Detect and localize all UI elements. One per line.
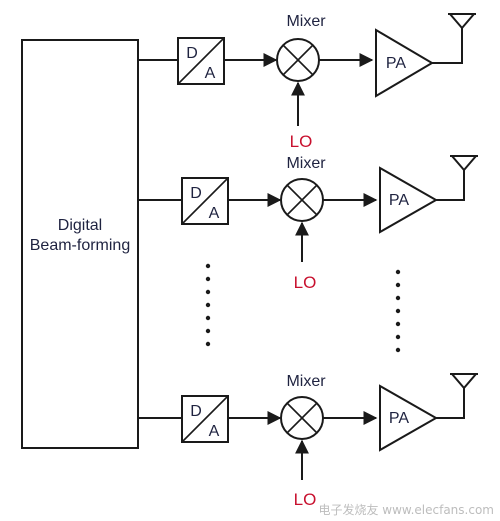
dac-block: D A bbox=[177, 37, 225, 85]
lo-label: LO bbox=[290, 132, 313, 151]
mixer bbox=[280, 178, 324, 222]
rf-chain-3: D A Mixer LO PA bbox=[138, 373, 478, 509]
ellipsis-dots-right bbox=[395, 269, 401, 353]
dac-bottom-label: A bbox=[209, 423, 220, 440]
rf-chain-2: D A Mixer LO PA bbox=[138, 155, 478, 292]
mixer-label: Mixer bbox=[286, 13, 326, 30]
antenna-v bbox=[451, 155, 477, 172]
mixer-label: Mixer bbox=[286, 373, 326, 390]
power-amplifier: PA bbox=[379, 384, 439, 452]
digital-beamforming-block: Digital Beam-forming bbox=[21, 39, 139, 449]
dac-top-label: D bbox=[190, 185, 202, 202]
dac-bottom-label: A bbox=[205, 65, 216, 82]
dsp-label-line1: Digital bbox=[58, 217, 102, 234]
pa-to-antenna-line bbox=[432, 28, 463, 64]
antenna-icon bbox=[448, 13, 476, 30]
antenna-v bbox=[449, 13, 475, 30]
dac-top-label: D bbox=[186, 45, 198, 62]
dac-diagonal bbox=[177, 37, 225, 85]
pa-triangle bbox=[379, 166, 439, 234]
antenna-v bbox=[451, 373, 477, 390]
pa-to-antenna-line bbox=[436, 170, 465, 201]
pa-label: PA bbox=[389, 410, 409, 427]
mixer bbox=[276, 38, 320, 82]
dsp-label-line2: Beam-forming bbox=[30, 237, 130, 254]
mixer-cross-b bbox=[282, 44, 314, 76]
lo-label: LO bbox=[294, 490, 317, 509]
dsp-rectangle bbox=[21, 39, 139, 449]
dac-block: D A bbox=[181, 177, 229, 225]
watermark-text: 电子发烧友 www.elecfans.com bbox=[318, 502, 494, 517]
antenna-icon bbox=[450, 155, 478, 172]
pa-triangle bbox=[379, 384, 439, 452]
pa-to-antenna-line bbox=[436, 388, 465, 419]
lo-label: LO bbox=[294, 273, 317, 292]
dac-block: D A bbox=[181, 395, 229, 443]
dac-diagonal bbox=[181, 177, 229, 225]
pa-label: PA bbox=[389, 192, 409, 209]
power-amplifier: PA bbox=[379, 166, 439, 234]
rf-chain-1: D A Mixer LO PA bbox=[138, 13, 476, 151]
mixer-cross-b bbox=[286, 184, 318, 216]
pa-label: PA bbox=[386, 55, 406, 72]
pa-triangle bbox=[375, 28, 434, 98]
power-amplifier: PA bbox=[375, 28, 434, 98]
dac-bottom-label: A bbox=[209, 205, 220, 222]
mixer bbox=[280, 396, 324, 440]
mixer-label: Mixer bbox=[286, 155, 326, 172]
ellipsis-dots-left bbox=[205, 263, 211, 347]
dac-diagonal bbox=[181, 395, 229, 443]
mixer-cross-b bbox=[286, 402, 318, 434]
dac-top-label: D bbox=[190, 403, 202, 420]
antenna-icon bbox=[450, 373, 478, 390]
